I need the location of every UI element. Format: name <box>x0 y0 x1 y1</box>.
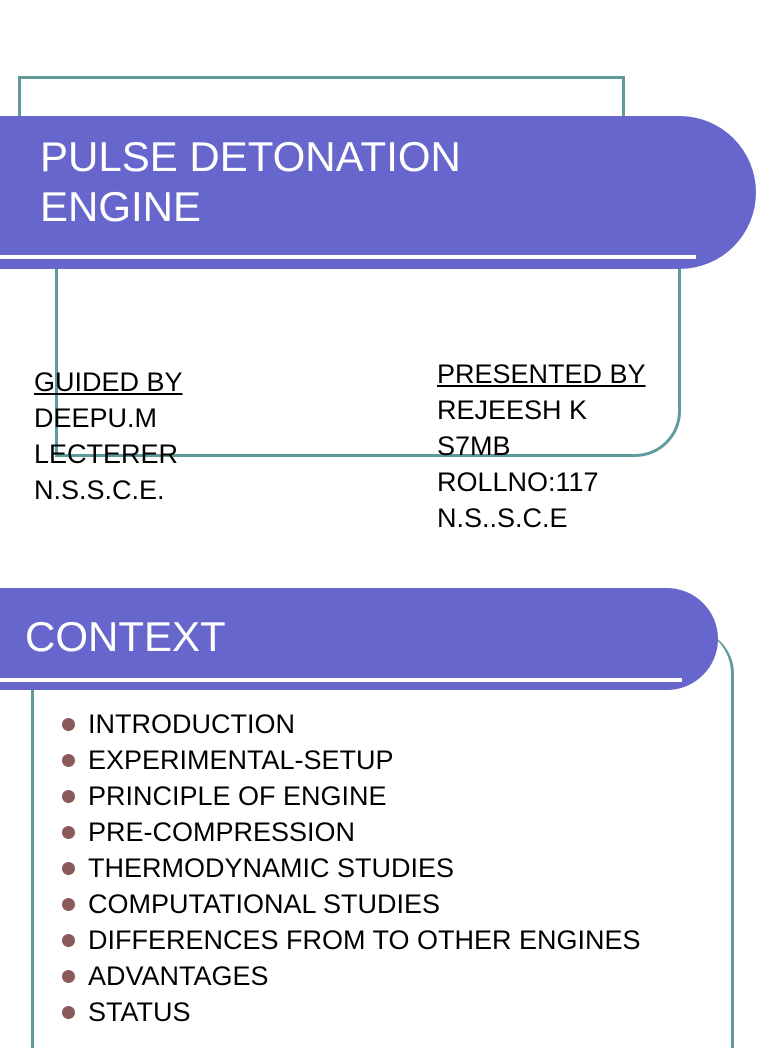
list-item-label: DIFFERENCES FROM TO OTHER ENGINES <box>88 925 641 955</box>
list-item-label: ADVANTAGES <box>88 961 269 991</box>
list-item: STATUS <box>62 994 641 1030</box>
list-item: EXPERIMENTAL-SETUP <box>62 742 641 778</box>
slide1-frame-top <box>18 76 625 139</box>
presenter-college: N.S..S.C.E <box>437 503 568 533</box>
presented-by-block: PRESENTED BY REJEESH K S7MB ROLLNO:117 N… <box>437 356 646 536</box>
presented-by-label: PRESENTED BY <box>437 359 646 389</box>
slide2-frame <box>31 628 734 1048</box>
guide-designation: LECTERER <box>34 439 179 469</box>
slide2-title-bar <box>0 588 718 690</box>
presenter-rollno: ROLLNO:117 <box>437 467 599 497</box>
bullet-icon <box>62 934 75 947</box>
bullet-icon <box>62 826 75 839</box>
slide1-title-underline <box>0 255 696 259</box>
list-item-label: EXPERIMENTAL-SETUP <box>88 745 394 775</box>
list-item: THERMODYNAMIC STUDIES <box>62 850 641 886</box>
bullet-icon <box>62 790 75 803</box>
contents-list: INTRODUCTION EXPERIMENTAL-SETUP PRINCIPL… <box>62 706 641 1030</box>
list-item-label: PRE-COMPRESSION <box>88 817 356 847</box>
slide2-title-underline <box>0 678 682 682</box>
slide1-title-line2: ENGINE <box>40 183 202 230</box>
bullet-icon <box>62 862 75 875</box>
presenter-class: S7MB <box>437 431 511 461</box>
bullet-icon <box>62 970 75 983</box>
presenter-name: REJEESH K <box>437 395 588 425</box>
slide1-title-bar <box>0 116 756 269</box>
list-item-label: COMPUTATIONAL STUDIES <box>88 889 441 919</box>
bullet-icon <box>62 718 75 731</box>
list-item: ADVANTAGES <box>62 958 641 994</box>
list-item-label: THERMODYNAMIC STUDIES <box>88 853 455 883</box>
slide1-frame-bottom <box>55 250 681 457</box>
slide1-title-line1: PULSE DETONATION <box>40 133 461 180</box>
list-item: PRE-COMPRESSION <box>62 814 641 850</box>
slide1-title: PULSE DETONATION ENGINE <box>40 132 600 232</box>
list-item: DIFFERENCES FROM TO OTHER ENGINES <box>62 922 641 958</box>
bullet-icon <box>62 898 75 911</box>
guide-name: DEEPU.M <box>34 403 158 433</box>
slide2-title: CONTEXT <box>25 613 226 660</box>
list-item-label: PRINCIPLE OF ENGINE <box>88 781 387 811</box>
guide-college: N.S.S.C.E. <box>34 475 165 505</box>
list-item: INTRODUCTION <box>62 706 641 742</box>
guided-by-label: GUIDED BY <box>34 367 183 397</box>
guided-by-block: GUIDED BY DEEPU.M LECTERER N.S.S.C.E. <box>34 364 183 508</box>
list-item: PRINCIPLE OF ENGINE <box>62 778 641 814</box>
bullet-icon <box>62 1006 75 1019</box>
list-item: COMPUTATIONAL STUDIES <box>62 886 641 922</box>
list-item-label: INTRODUCTION <box>88 709 295 739</box>
bullet-icon <box>62 754 75 767</box>
list-item-label: STATUS <box>88 997 191 1027</box>
